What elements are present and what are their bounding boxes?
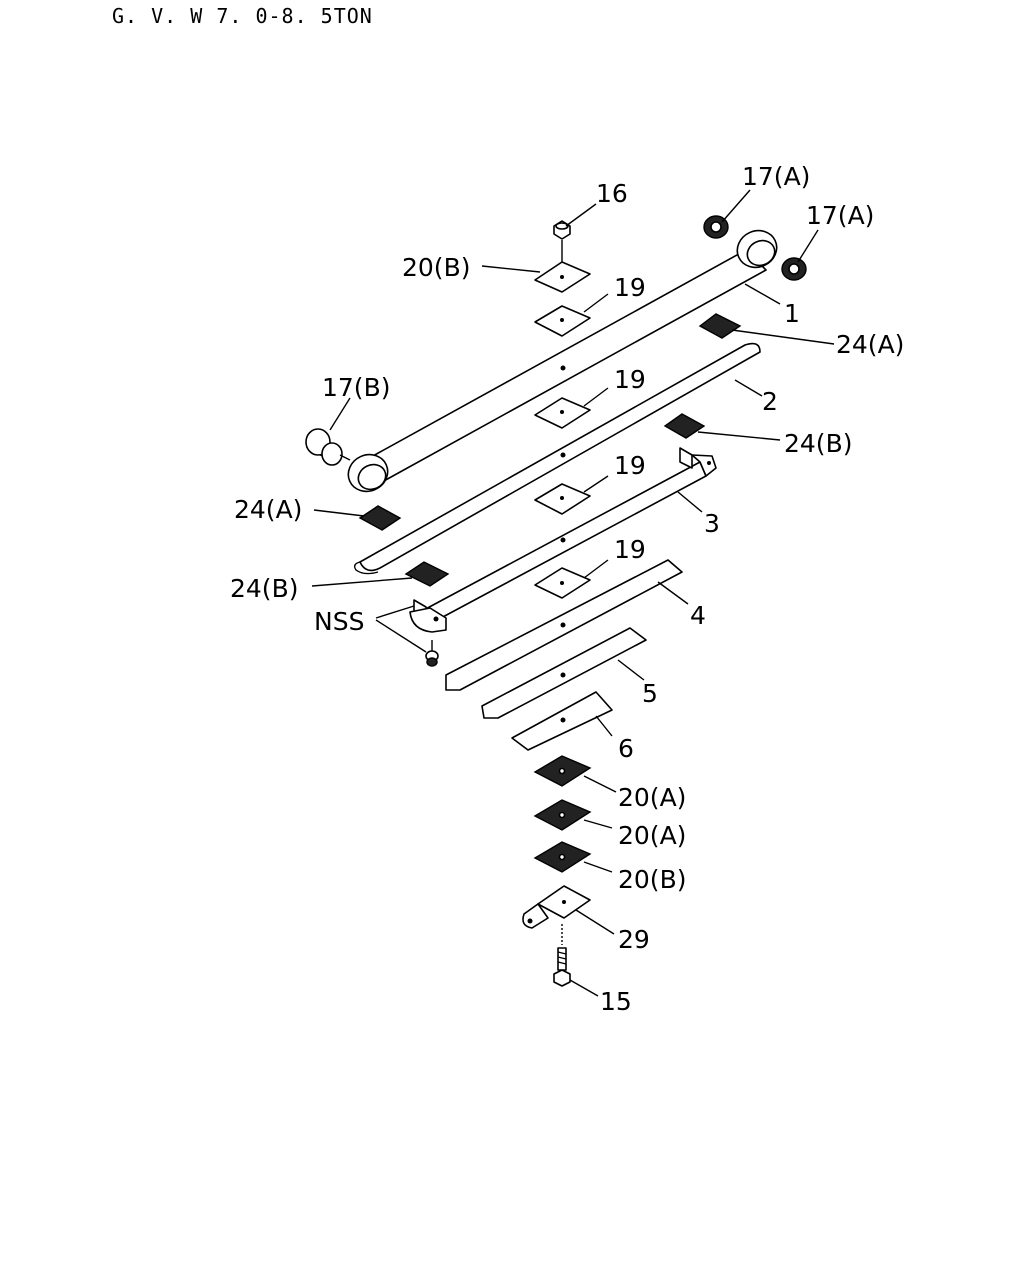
bushing-17a-lower [781, 257, 807, 281]
pad-24b-right [663, 413, 706, 439]
label-2: 2 [762, 387, 778, 416]
label-20b-bottom: 20(B) [618, 865, 686, 894]
nss-rivet [425, 640, 439, 667]
label-5: 5 [642, 679, 658, 708]
label-17a-1: 17(A) [742, 162, 810, 191]
label-nss: NSS [314, 607, 364, 636]
shim-19-2 [534, 397, 591, 429]
label-20a-1: 20(A) [618, 783, 686, 812]
leader-lines [311, 189, 835, 997]
label-19-2: 19 [614, 365, 646, 394]
label-24b-left: 24(B) [230, 574, 298, 603]
label-29: 29 [618, 925, 650, 954]
shim-19-3 [534, 483, 591, 515]
plate-20a-2 [533, 799, 592, 831]
label-19-4: 19 [614, 535, 646, 564]
label-3: 3 [704, 509, 720, 538]
label-24b-right: 24(B) [784, 429, 852, 458]
label-20a-2: 20(A) [618, 821, 686, 850]
bracket-29 [522, 885, 591, 929]
label-17b: 17(B) [322, 373, 390, 402]
leaf-6 [511, 691, 613, 751]
leaf-2 [353, 342, 761, 575]
label-17a-2: 17(A) [806, 201, 874, 230]
nut-16 [553, 220, 571, 262]
leaf-4 [445, 559, 683, 691]
shim-19-1 [534, 305, 591, 337]
shim-19-4 [534, 567, 591, 599]
label-15: 15 [600, 987, 632, 1016]
bolt-15 [553, 924, 571, 987]
pad-24a-right [698, 313, 742, 339]
leaf-3 [409, 447, 717, 633]
shim-20b-top [534, 261, 591, 293]
plate-20b-bottom [533, 841, 592, 873]
label-4: 4 [690, 601, 706, 630]
label-19-1: 19 [614, 273, 646, 302]
label-1: 1 [784, 299, 800, 328]
pad-24b-left [404, 561, 450, 587]
label-19-3: 19 [614, 451, 646, 480]
label-16: 16 [596, 179, 628, 208]
label-24a-left: 24(A) [234, 495, 302, 524]
label-24a-right: 24(A) [836, 330, 904, 359]
leaf-5 [481, 627, 647, 719]
plate-20a-1 [533, 755, 592, 787]
pad-24a-left [358, 505, 402, 531]
bushing-17b [305, 428, 351, 466]
diagram-title: G. V. W 7. 0-8. 5TON [112, 4, 373, 28]
label-6: 6 [618, 734, 634, 763]
main-leaf-1 [347, 229, 778, 493]
label-20b-top: 20(B) [402, 253, 470, 282]
